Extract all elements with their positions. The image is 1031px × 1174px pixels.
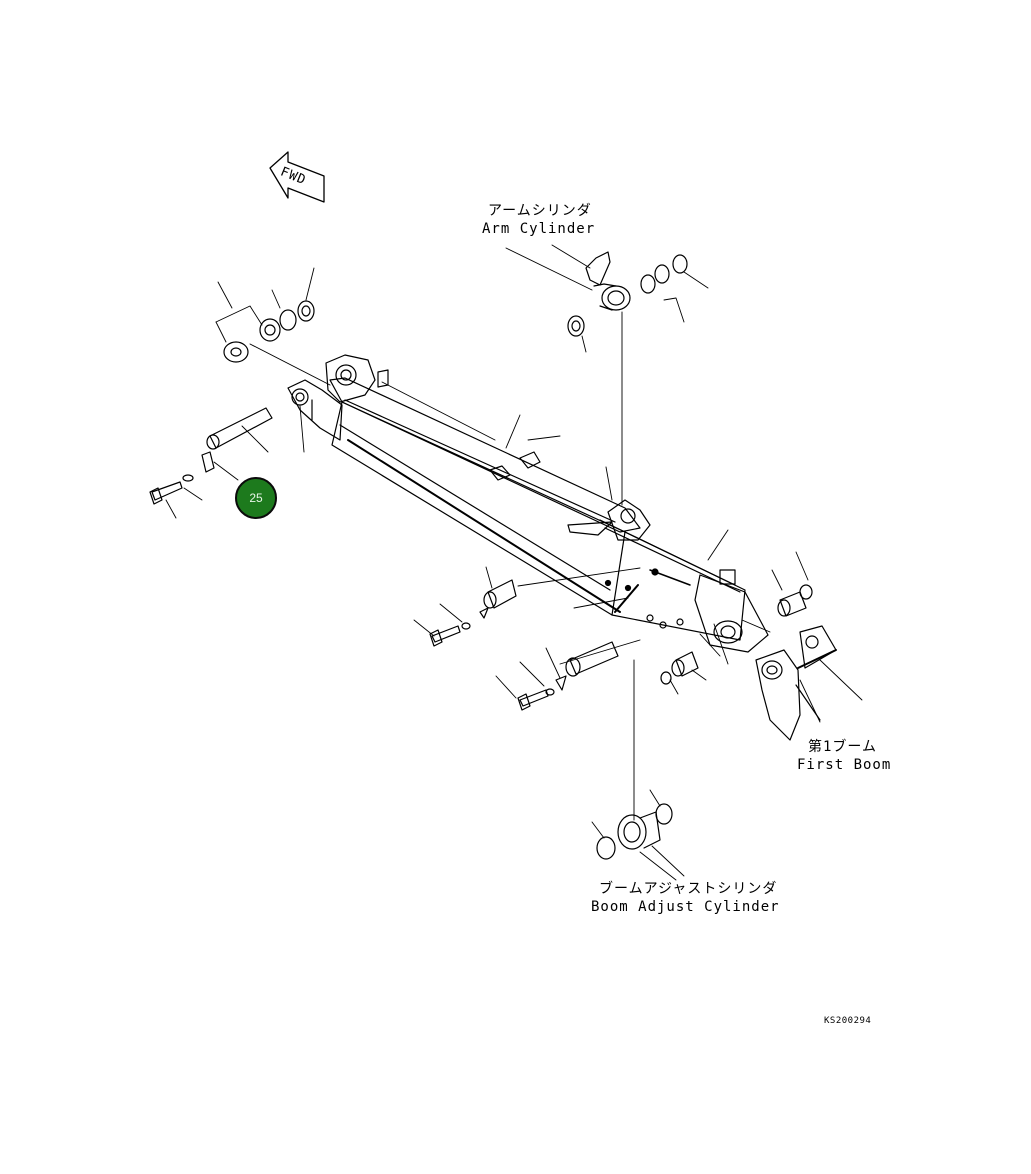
first-boom-label-jp: 第1ブーム [808, 739, 878, 755]
callout-25[interactable]: 25 [235, 477, 277, 519]
foot-bushings [660, 584, 813, 685]
boom-adjust-label-jp: ブームアジャストシリンダ [599, 881, 778, 897]
mid-pin-assembly [429, 579, 517, 647]
boom-body [329, 377, 769, 653]
arm-cylinder-label-en: Arm Cylinder [482, 221, 596, 237]
arm-cylinder-label-jp: アームシリンダ [488, 203, 592, 219]
boom-adjust-label-en: Boom Adjust Cylinder [591, 899, 780, 915]
fwd-arrow-icon [269, 151, 325, 203]
leader-lines [165, 244, 863, 881]
head-washers [223, 300, 315, 363]
boom-head-lugs [287, 354, 389, 441]
drawing-reference-number: KS200294 [824, 1016, 872, 1026]
lower-pin-assembly [517, 641, 619, 711]
arm-cylinder-bracket [567, 499, 651, 541]
boom-adjust-cylinder-end [596, 803, 673, 860]
head-pin-assembly [149, 407, 273, 505]
arm-cylinder-washers [567, 254, 688, 337]
first-boom-label-en: First Boom [797, 757, 892, 773]
arm-cylinder-end [585, 251, 631, 311]
first-boom-bracket [755, 625, 837, 741]
